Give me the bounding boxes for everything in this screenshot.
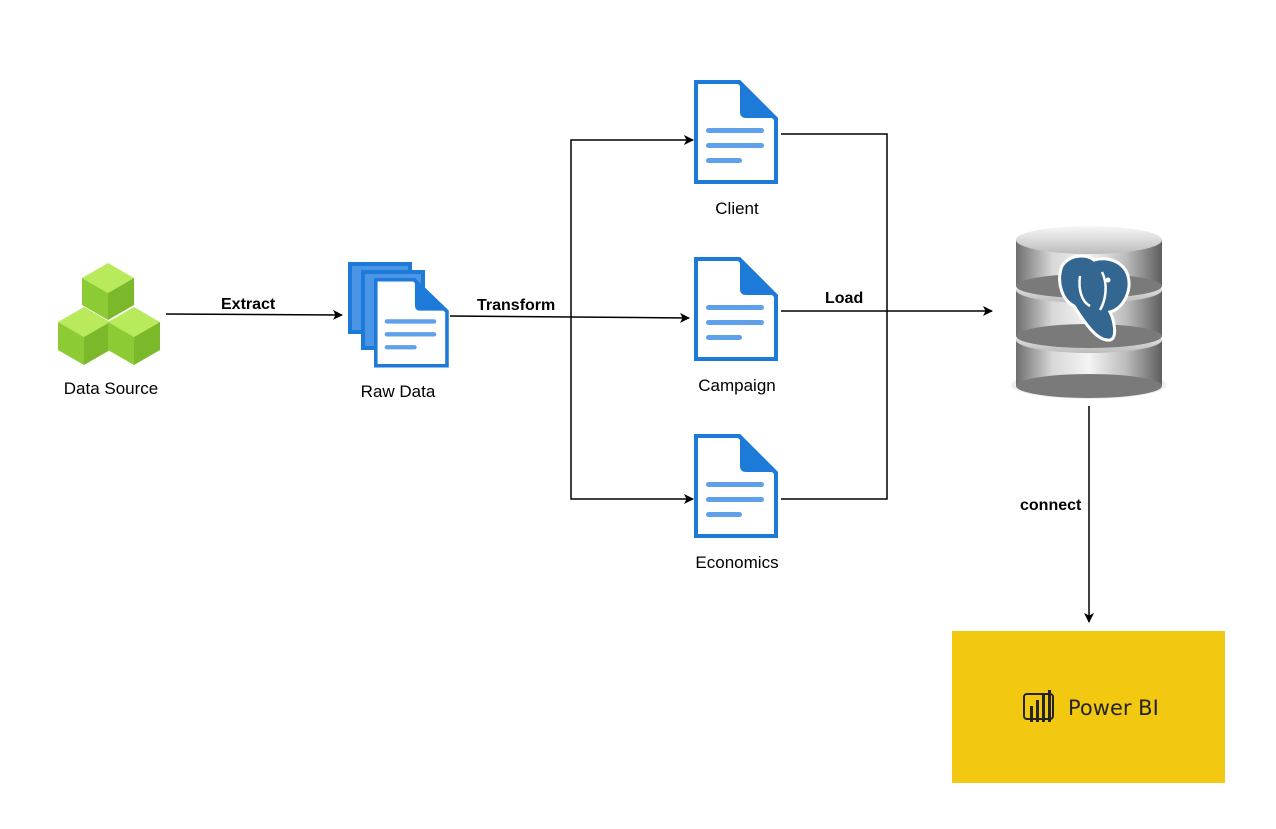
client-label: Client xyxy=(715,199,759,218)
database-node xyxy=(1011,226,1167,399)
postgresql-database-icon xyxy=(1011,226,1167,399)
load-edges xyxy=(781,133,993,500)
document-icon xyxy=(694,257,778,361)
postgresql-elephant-icon xyxy=(1058,254,1131,342)
stacked-documents-icon xyxy=(348,262,449,368)
economics-node: Economics xyxy=(694,434,779,572)
cubes-icon xyxy=(58,263,160,365)
document-icon xyxy=(694,80,778,184)
data-source-node: Data Source xyxy=(58,263,160,398)
extract-label: Extract xyxy=(221,296,276,313)
economics-label: Economics xyxy=(695,553,778,572)
power-bi-node: Power BI xyxy=(952,631,1225,783)
campaign-node: Campaign xyxy=(694,257,778,395)
connect-label: connect xyxy=(1020,497,1082,514)
power-bi-tile xyxy=(952,631,1225,783)
client-node: Client xyxy=(694,80,778,218)
power-bi-icon xyxy=(1023,690,1054,722)
data-source-label: Data Source xyxy=(64,379,159,398)
power-bi-label: Power BI xyxy=(1068,696,1159,720)
raw-data-label: Raw Data xyxy=(361,382,436,401)
raw-data-node: Raw Data xyxy=(348,262,449,401)
extract-edge xyxy=(165,309,343,320)
load-label: Load xyxy=(825,290,863,307)
document-icon xyxy=(694,434,778,538)
campaign-label: Campaign xyxy=(698,376,776,395)
transform-edges xyxy=(449,135,694,504)
transform-label: Transform xyxy=(477,297,555,314)
